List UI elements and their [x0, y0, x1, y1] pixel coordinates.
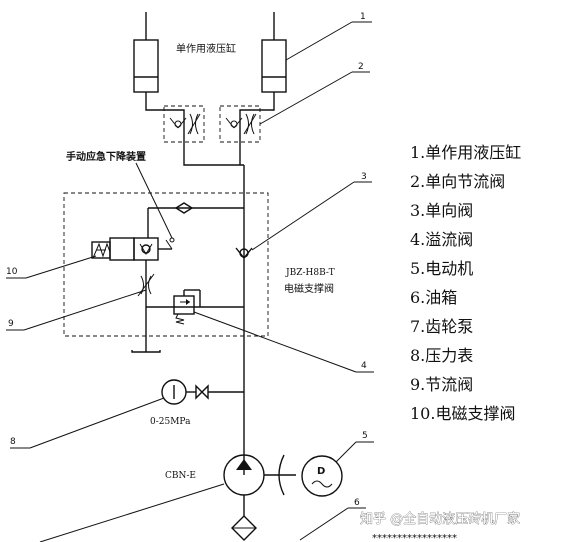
callout-1-num: 1: [360, 12, 366, 22]
legend-item-2: 2.单向节流阀: [410, 172, 505, 191]
legend-item-7: 7.齿轮泵: [410, 317, 473, 336]
legend-item-5: 5.电动机: [410, 259, 473, 278]
motor-letter: D: [317, 466, 325, 477]
solenoid-valve: [91, 208, 175, 261]
callout-2-num: 2: [358, 62, 364, 72]
pipes-upper: [145, 104, 275, 475]
cylinder-label: 单作用液压缸: [176, 42, 236, 55]
callout-10: 10: [6, 255, 97, 279]
callout-8: 8: [10, 397, 165, 449]
cylinder-left: [133, 12, 159, 104]
cylinder-right: [261, 12, 287, 104]
callout-4: 4: [193, 311, 374, 373]
callout-9: 9: [6, 289, 147, 331]
manual-emergency-label: 手动应急下降装置: [66, 150, 146, 163]
pump-model-label: CBN-E: [165, 471, 196, 481]
leader-bottom-left: [39, 483, 225, 542]
callout-5-num: 5: [362, 431, 368, 441]
callout-2: 2: [259, 62, 370, 125]
suction-filter: [231, 495, 257, 541]
support-valve-block: [63, 192, 269, 337]
callout-9-num: 9: [8, 319, 14, 329]
watermark: 知乎 @全自动液压砖机厂家: [360, 511, 520, 527]
callout-1: 1: [285, 12, 372, 61]
legend-item-1: 1.单作用液压缸: [410, 143, 521, 162]
legend-item-8: 8.压力表: [410, 346, 473, 365]
gauge-range-label: 0-25MPa: [150, 417, 191, 427]
bottom-partial-text: *****************: [372, 533, 457, 542]
legend-item-4: 4.溢流阀: [410, 230, 473, 249]
gear-pump: [223, 454, 296, 496]
callout-3-num: 3: [361, 172, 367, 182]
filter-symbol: [148, 202, 244, 214]
callout-3: 3: [251, 172, 372, 251]
legend: 1.单作用液压缸 2.单向节流阀 3.单向阀 4.溢流阀 5.电动机 6.油箱 …: [410, 143, 521, 423]
valve-name-label: 电磁支撑阀: [284, 282, 334, 295]
callout-4-num: 4: [361, 361, 367, 371]
relief-valve: [146, 289, 244, 325]
electric-motor: D: [301, 455, 343, 497]
callout-6-num: 6: [354, 498, 360, 508]
callout-10-num: 10: [6, 267, 18, 277]
legend-item-10: 10.电磁支撑阀: [410, 404, 515, 423]
callout-8-num: 8: [10, 437, 16, 447]
check-valve: [235, 247, 253, 260]
valve-model-label: JBZ-H8B-T: [285, 268, 335, 278]
legend-item-6: 6.油箱: [410, 288, 457, 307]
manual-emergency-leader: [135, 162, 173, 239]
legend-item-3: 3.单向阀: [410, 201, 473, 220]
legend-item-9: 9.节流阀: [410, 375, 473, 394]
callout-6: 6: [299, 498, 366, 541]
throttle-valve: [131, 260, 161, 353]
pressure-gauge: [161, 379, 244, 405]
callout-5: 5: [335, 431, 374, 463]
